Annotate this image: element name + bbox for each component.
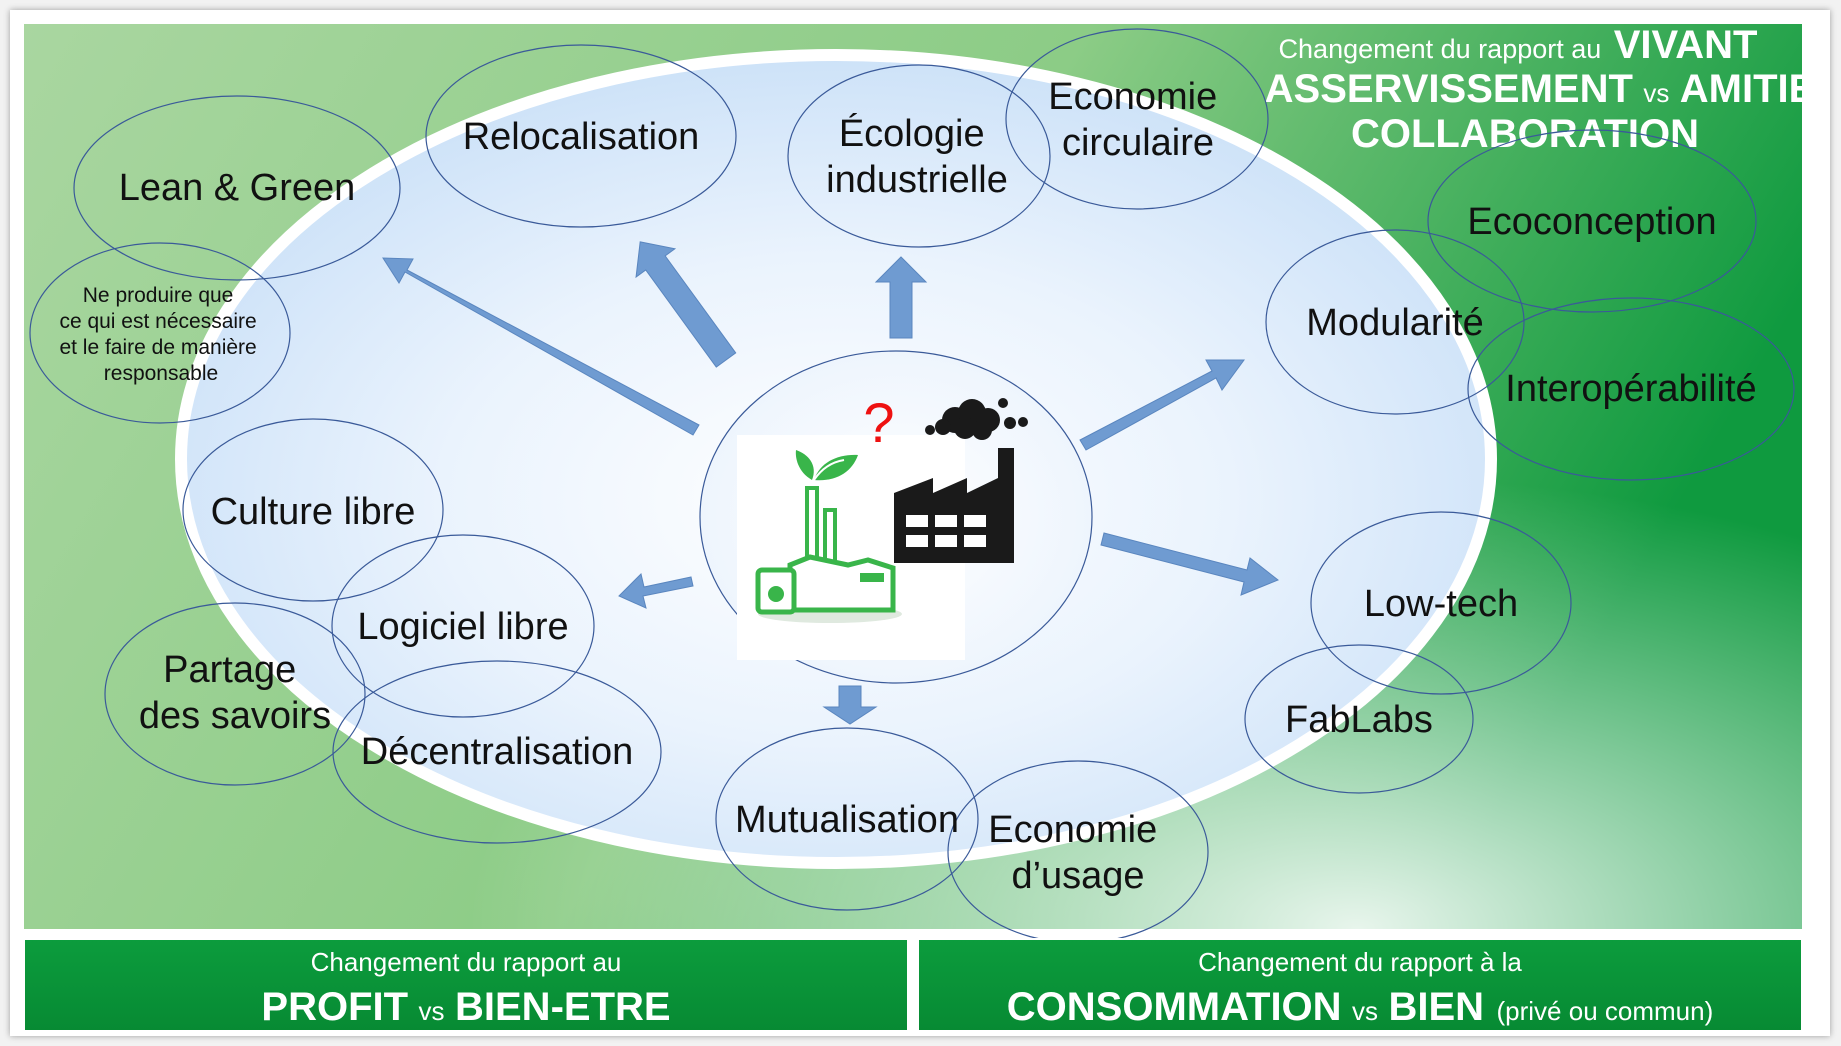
label-relocalisation: Relocalisation xyxy=(463,116,700,158)
diagram: Changement du rapport au VIVANT ASSERVIS… xyxy=(23,23,1816,1032)
svg-text:Changement du rapport au: Changement du rapport au VIVANT xyxy=(1279,23,1758,67)
label-ecologie-industrielle: Écologie industrielle xyxy=(826,112,1008,201)
label-modularite: Modularité xyxy=(1306,302,1483,344)
label-partage-savoirs: Partage des savoirs xyxy=(139,649,331,737)
bubble-lean-green-outline xyxy=(73,95,401,281)
banner-consommation-line2: CONSOMMATION vs BIEN (privé ou commun) xyxy=(1007,985,1713,1029)
collaboration-label: COLLABORATION xyxy=(1351,112,1699,156)
banner-consommation: Changement du rapport à la CONSOMMATION … xyxy=(917,938,1803,1032)
arrow-culture-libre xyxy=(618,573,694,609)
bubble-mutualisation-outline xyxy=(715,727,979,911)
bubble-ne-produire-outline xyxy=(29,242,291,424)
asservissement-label: ASSERVISSEMENT xyxy=(1265,67,1633,111)
arrow-low-tech xyxy=(1100,532,1279,596)
banner-profit-line1: Changement du rapport au xyxy=(311,947,622,977)
bubble-low-tech-outline xyxy=(1310,511,1572,695)
label-decentralisation: Décentralisation xyxy=(361,731,633,773)
banner-profit: Changement du rapport au PROFIT vs BIEN-… xyxy=(23,938,909,1032)
banner-consommation-line1: Changement du rapport à la xyxy=(1198,947,1522,977)
bubble-logiciel-libre-outline xyxy=(331,534,595,718)
bubble-interoperabilite-outline xyxy=(1467,297,1795,481)
bubble-decentralisation-outline xyxy=(332,660,662,844)
label-fablabs: FabLabs xyxy=(1285,699,1433,741)
bubble-ecologie-outline xyxy=(787,64,1051,248)
arrows xyxy=(382,241,1279,725)
bubble-outlines xyxy=(29,28,1795,944)
vs-label: vs xyxy=(1643,78,1669,108)
bubble-labels: Lean & Green Ne produire que ce qui est … xyxy=(59,76,1756,897)
bubble-fablabs-outline xyxy=(1244,644,1474,794)
smoke-icon xyxy=(925,398,1028,440)
label-logiciel-libre: Logiciel libre xyxy=(357,606,568,648)
label-lean-green: Lean & Green xyxy=(119,167,356,209)
vivant-title: Changement du rapport au VIVANT ASSERVIS… xyxy=(1265,23,1816,156)
bubble-economie-circulaire-outline xyxy=(1005,28,1269,210)
bubble-partage-outline xyxy=(104,602,366,786)
label-mutualisation: Mutualisation xyxy=(735,799,959,841)
label-ne-produire: Ne produire que ce qui est nécessaire et… xyxy=(59,284,262,385)
label-culture-libre: Culture libre xyxy=(211,491,416,533)
arrow-relocalisation xyxy=(635,241,737,368)
arrow-mutualisation xyxy=(822,685,878,725)
arrow-modularite xyxy=(1079,359,1245,451)
label-ecoconception: Ecoconception xyxy=(1467,201,1716,243)
bubble-relocalisation-outline xyxy=(425,44,737,228)
label-economie-circulaire: Economie circulaire xyxy=(1048,76,1228,164)
question-mark: ? xyxy=(863,391,894,454)
bubble-ecoconception-outline xyxy=(1427,129,1757,313)
arrow-ecologie xyxy=(874,256,928,339)
bubble-modularite-outline xyxy=(1265,229,1525,415)
bubble-culture-libre-outline xyxy=(182,418,444,602)
vivant-title-prefix: Changement du rapport au xyxy=(1279,34,1602,64)
arrow-lean-green xyxy=(382,257,700,436)
green-factory-icon xyxy=(755,450,902,623)
label-low-tech: Low-tech xyxy=(1364,583,1518,625)
polluting-factory-icon xyxy=(894,398,1028,563)
svg-text:ASSERVISSEMENT vs: ASSERVISSEMENT vs AMITIE xyxy=(1265,67,1816,111)
label-economie-usage: Economie d’usage xyxy=(988,809,1168,897)
banner-profit-line2: PROFIT vs BIEN-ETRE xyxy=(261,985,670,1029)
amitie-label: AMITIE xyxy=(1680,67,1816,111)
label-interoperabilite: Interopérabilité xyxy=(1505,368,1756,410)
vivant-title-big: VIVANT xyxy=(1614,23,1758,67)
slide: Changement du rapport au VIVANT ASSERVIS… xyxy=(10,10,1830,1036)
